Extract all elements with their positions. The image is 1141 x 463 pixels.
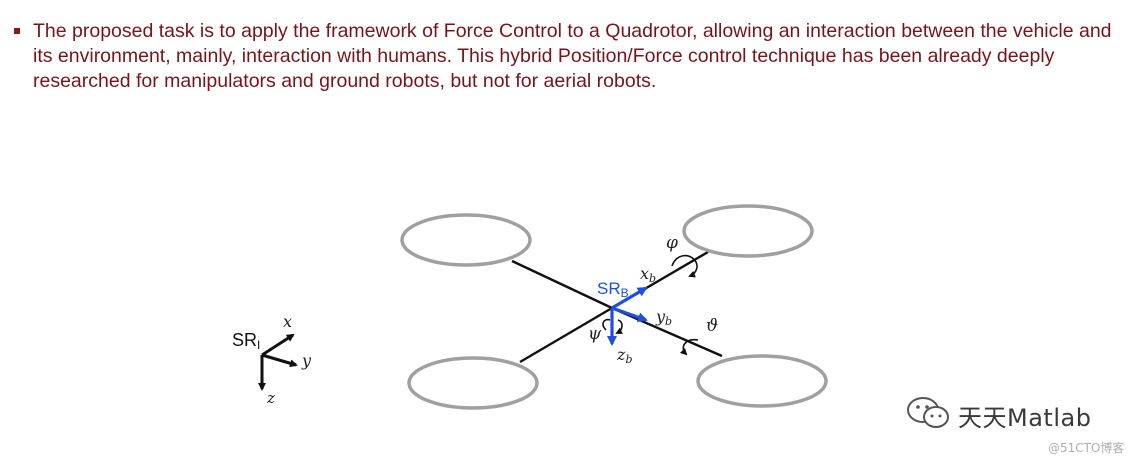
arm-rear-left (519, 306, 613, 364)
rotor-rear-right (696, 354, 828, 408)
pitch-label: ϑ (706, 316, 718, 336)
inertial-x-axis (261, 333, 295, 357)
pitch-rotation-arrow (679, 338, 699, 356)
bullet-marker (14, 28, 20, 34)
body-y-label: yb (655, 307, 672, 328)
body-x-label: xb (640, 264, 656, 285)
bullet-item: The proposed task is to apply the framew… (14, 19, 1114, 94)
inertial-y-label: y (301, 351, 312, 370)
bullet-text: The proposed task is to apply the framew… (33, 20, 1112, 92)
yaw-label: ψ (588, 324, 602, 344)
body-x-axis (611, 286, 648, 310)
inertial-y-axis (261, 353, 298, 368)
inertial-frame-label: SRI (232, 330, 260, 352)
rotor-front-left (400, 213, 532, 267)
body-frame-label: SRB (597, 279, 629, 300)
inertial-z-label: z (266, 389, 275, 407)
yaw-rotation-arrow (602, 318, 622, 333)
wechat-icon (907, 397, 949, 428)
body-z-label: zb (616, 345, 632, 366)
watermark-sub: @51CTO博客 (1048, 441, 1125, 455)
body-y-axis (611, 306, 648, 323)
arm-front-left (511, 259, 613, 310)
rotor-rear-left (407, 356, 539, 410)
roll-rotation-arrow (671, 254, 698, 278)
inertial-x-label: x (283, 312, 292, 331)
watermark-main: 天天Matlab (958, 404, 1092, 432)
rotor-front-right (682, 204, 814, 258)
roll-label: φ (666, 233, 678, 253)
